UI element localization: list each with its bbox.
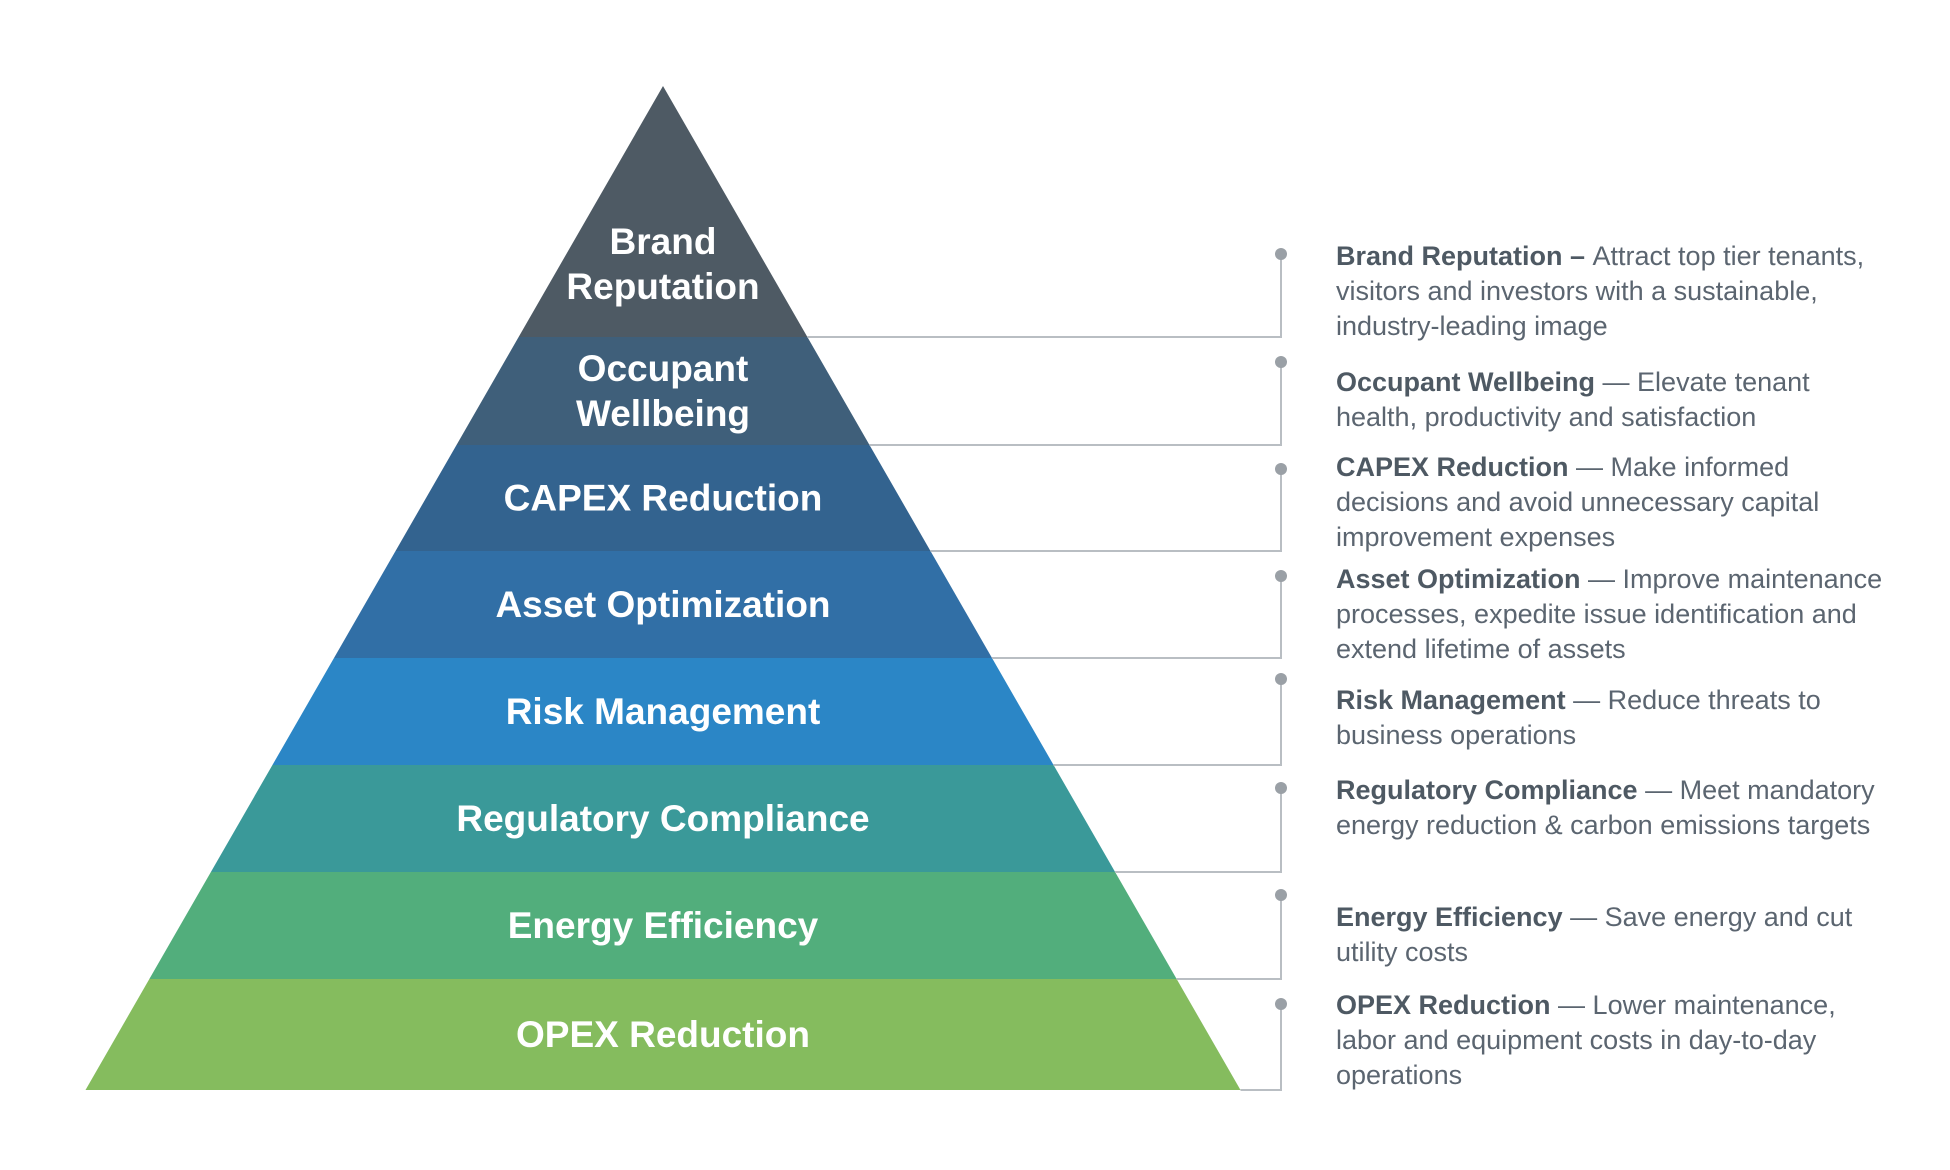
tier-capex-reduction [395, 445, 931, 551]
connectors [807, 248, 1287, 1091]
connector-dot [1275, 570, 1287, 582]
tier-label: Occupant [578, 348, 749, 389]
description-term: OPEX Reduction [1336, 990, 1551, 1020]
description-capex-reduction: CAPEX Reduction — Make informed decision… [1336, 450, 1896, 555]
description-text: Reduce threats to business operations [1336, 685, 1821, 750]
description-asset-optimization: Asset Optimization — Improve maintenance… [1336, 562, 1896, 667]
description-separator: — [1580, 564, 1623, 594]
tier-label: Energy Efficiency [508, 905, 819, 946]
tier-opex-reduction [85, 979, 1241, 1090]
description-separator: — [1562, 902, 1605, 932]
tier-label: Reputation [566, 266, 759, 307]
description-energy-efficiency: Energy Efficiency — Save energy and cut … [1336, 900, 1896, 970]
connector-dot [1275, 782, 1287, 794]
tier-label: OPEX Reduction [516, 1014, 810, 1055]
description-occupant-wellbeing: Occupant Wellbeing — Elevate tenant heal… [1336, 365, 1896, 435]
description-text: Meet mandatory energy reduction & carbon… [1336, 775, 1875, 840]
description-opex-reduction: OPEX Reduction — Lower maintenance, labo… [1336, 988, 1896, 1093]
description-separator: — [1595, 367, 1638, 397]
description-text: Make informed decisions and avoid unnece… [1336, 452, 1820, 552]
tier-occupant-wellbeing [456, 337, 870, 445]
description-text: Lower maintenance, labor and equipment c… [1336, 990, 1836, 1090]
tier-regulatory-compliance [210, 765, 1116, 872]
connector-dot [1275, 889, 1287, 901]
connector-line [869, 362, 1282, 446]
tier-label: CAPEX Reduction [504, 478, 823, 519]
tier-asset-optimization [333, 551, 993, 658]
description-separator: — [1550, 990, 1593, 1020]
description-text: Improve maintenance processes, expedite … [1336, 564, 1883, 664]
description-text: Save energy and cut utility costs [1336, 902, 1853, 967]
connector-line [1053, 679, 1282, 766]
connector-line [1240, 1004, 1282, 1091]
tier-label: Asset Optimization [495, 584, 830, 625]
connector-dot [1275, 248, 1287, 260]
connector-dot [1275, 673, 1287, 685]
description-separator: – [1562, 241, 1593, 271]
description-term: Energy Efficiency [1336, 902, 1563, 932]
connector-dot [1275, 463, 1287, 475]
connector-dot [1275, 356, 1287, 368]
connector-line [930, 469, 1282, 552]
connector-line [1115, 788, 1282, 873]
tier-brand-reputation [518, 86, 808, 337]
tier-energy-efficiency [149, 872, 1177, 979]
tier-label: Brand [610, 221, 717, 262]
connector-line [992, 576, 1282, 659]
connector-line [1176, 895, 1282, 980]
tier-risk-management [272, 658, 1054, 765]
description-regulatory-compliance: Regulatory Compliance — Meet mandatory e… [1336, 773, 1896, 843]
description-term: Risk Management [1336, 685, 1566, 715]
description-text: Elevate tenant health, productivity and … [1336, 367, 1810, 432]
description-term: Brand Reputation [1336, 241, 1563, 271]
connector-dot [1275, 998, 1287, 1010]
description-separator: — [1637, 775, 1680, 805]
tier-label: Risk Management [506, 691, 821, 732]
description-term: CAPEX Reduction [1336, 452, 1569, 482]
description-term: Occupant Wellbeing [1336, 367, 1596, 397]
description-separator: — [1565, 685, 1608, 715]
description-risk-management: Risk Management — Reduce threats to busi… [1336, 683, 1896, 753]
connector-line [807, 254, 1282, 338]
tier-label: Wellbeing [576, 393, 750, 434]
description-separator: — [1568, 452, 1611, 482]
description-text: Attract top tier tenants, visitors and i… [1336, 241, 1865, 341]
tier-label: Regulatory Compliance [456, 798, 869, 839]
description-term: Asset Optimization [1336, 564, 1581, 594]
description-brand-reputation: Brand Reputation – Attract top tier tena… [1336, 239, 1896, 344]
description-term: Regulatory Compliance [1336, 775, 1638, 805]
